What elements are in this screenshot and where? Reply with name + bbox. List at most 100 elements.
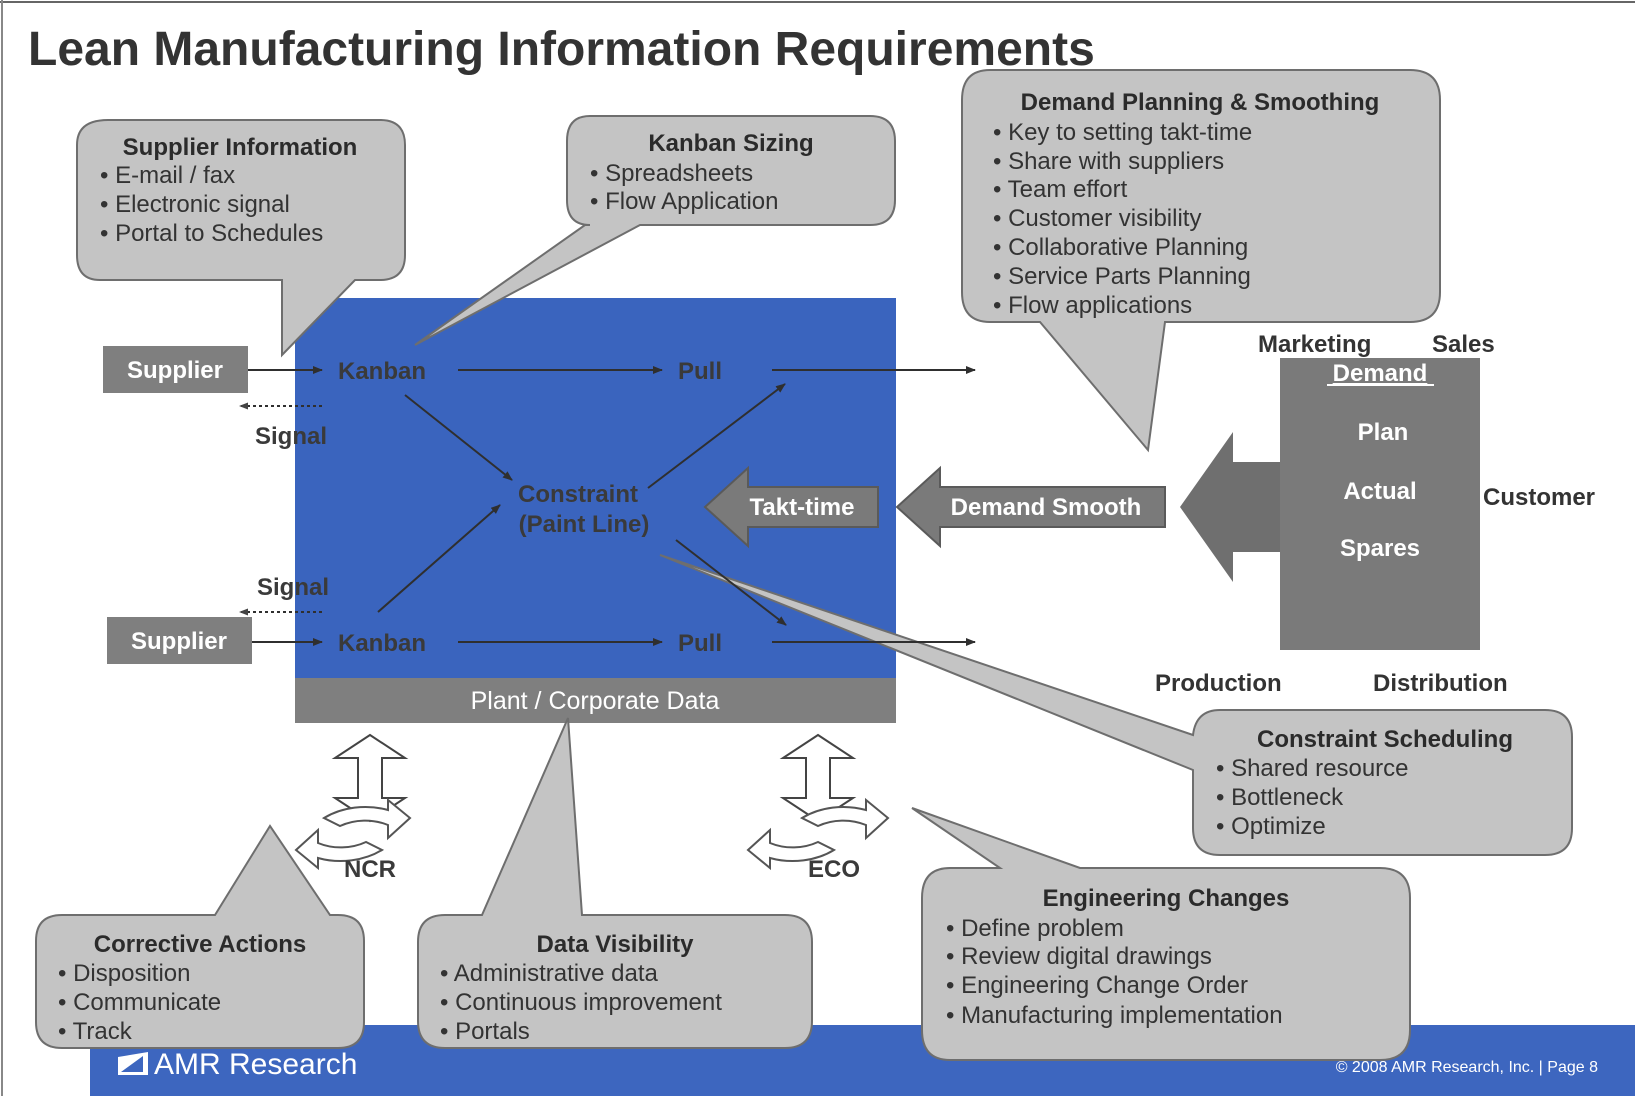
callout-heading: Engineering Changes — [1043, 885, 1290, 912]
svg-text:• Collaborative Planning: • Collaborative Planning — [993, 234, 1248, 261]
bullet-text: Service Parts Planning — [1008, 263, 1251, 290]
bullet-text: Optimize — [1231, 813, 1326, 840]
svg-text:• Track: • Track — [58, 1018, 133, 1045]
demand-label: Demand — [1333, 360, 1428, 387]
bullet-icon: • — [1216, 784, 1224, 811]
bullet-text: Share with suppliers — [1008, 148, 1224, 175]
svg-text:• Define problem: • Define problem — [946, 915, 1124, 942]
constraint-label: Constraint — [518, 481, 638, 508]
demand-smooth-arrow — [895, 465, 1166, 549]
spares-label: Spares — [1340, 535, 1420, 562]
bullet-text: Define problem — [961, 915, 1124, 942]
distribution-label: Distribution — [1373, 670, 1508, 697]
svg-text:• Portals: • Portals — [440, 1018, 530, 1045]
constraint-to-pull-arrow — [675, 539, 787, 626]
copyright-text: © 2008 AMR Research, Inc. | Page 8 — [1336, 1059, 1598, 1076]
svg-text:• Shared resource: • Shared resource — [1216, 755, 1409, 782]
bullet-text: Flow applications — [1008, 292, 1192, 319]
kanban-to-constraint-arrow — [377, 504, 501, 613]
signal-label: Signal — [255, 423, 327, 450]
customer-demand-arrow — [1180, 432, 1290, 582]
bullet-icon: • — [58, 1018, 66, 1045]
bullet-text: Review digital drawings — [961, 943, 1212, 970]
production-label: Production — [1155, 670, 1282, 697]
bullet-icon: • — [100, 191, 108, 218]
bullet-text: Track — [73, 1018, 133, 1045]
svg-text:• Electronic signal: • Electronic signal — [100, 191, 290, 218]
takt-time-label: Takt-time — [750, 494, 855, 521]
bullet-icon: • — [993, 148, 1001, 175]
bullet-text: Engineering Change Order — [961, 972, 1248, 999]
svg-text:• Bottleneck: • Bottleneck — [1216, 784, 1344, 811]
supplier-label: Supplier — [131, 628, 227, 655]
callout-heading: Demand Planning & Smoothing — [1021, 89, 1380, 116]
callout-heading: Constraint Scheduling — [1257, 726, 1513, 753]
supplier-info-callout — [76, 119, 406, 358]
bullet-icon: • — [946, 1002, 954, 1029]
plan-label: Plan — [1358, 419, 1409, 446]
ncr-label: NCR — [344, 856, 396, 883]
ncr-cycle-icon — [294, 797, 412, 871]
svg-text:• Portal to Schedules: • Portal to Schedules — [100, 220, 323, 247]
bullet-icon: • — [100, 162, 108, 189]
demand-smooth-label: Demand Smooth — [951, 494, 1142, 521]
svg-text:• Manufacturing implementation: • Manufacturing implementation — [946, 1002, 1283, 1029]
pull-label: Pull — [678, 630, 722, 657]
svg-text:• Optimize: • Optimize — [1216, 813, 1326, 840]
engineering-changes-callout — [911, 807, 1411, 1061]
svg-text:• Share with suppliers: • Share with suppliers — [993, 148, 1224, 175]
bullet-icon: • — [100, 220, 108, 247]
svg-text:• Key to setting takt-time: • Key to setting takt-time — [993, 119, 1252, 146]
bullet-text: Bottleneck — [1231, 784, 1344, 811]
kanban-sizing-callout — [414, 115, 896, 346]
bullet-icon: • — [993, 263, 1001, 290]
constraint-scheduling-text: Constraint Scheduling • Shared resource … — [1216, 726, 1513, 840]
constraint-scheduling-callout — [659, 554, 1573, 856]
svg-text:• Team effort: • Team effort — [993, 176, 1128, 203]
supplier-box-bottom — [107, 617, 252, 664]
supplier-label: Supplier — [127, 357, 223, 384]
kanban-label: Kanban — [338, 630, 426, 657]
marketing-label: Marketing — [1258, 331, 1371, 358]
bullet-icon: • — [993, 205, 1001, 232]
supplier-box-top — [103, 346, 248, 393]
takt-time-arrow — [703, 465, 879, 549]
sales-label: Sales — [1432, 331, 1495, 358]
kanban-sizing-text: Kanban Sizing • Spreadsheets • Flow Appl… — [590, 130, 814, 215]
bullet-icon: • — [440, 1018, 448, 1045]
bullet-text: Electronic signal — [115, 191, 290, 218]
demand-planning-text: Demand Planning & Smoothing • Key to set… — [993, 89, 1379, 319]
pull-label: Pull — [678, 358, 722, 385]
bullet-text: Administrative data — [454, 960, 659, 987]
bullet-icon: • — [58, 960, 66, 987]
plant-data-label: Plant / Corporate Data — [471, 687, 720, 715]
bullet-text: Flow Application — [605, 188, 778, 215]
callout-heading: Data Visibility — [537, 931, 695, 958]
svg-text:• Review digital drawings: • Review digital drawings — [946, 943, 1212, 970]
bullet-icon: • — [993, 119, 1001, 146]
engineering-changes-text: Engineering Changes • Define problem • R… — [946, 885, 1289, 1029]
bullet-text: Communicate — [73, 989, 221, 1016]
svg-text:• Flow applications: • Flow applications — [993, 292, 1192, 319]
bullet-icon: • — [993, 292, 1001, 319]
kanban-to-constraint-arrow — [404, 394, 513, 481]
data-visibility-text: Data Visibility • Administrative data • … — [440, 931, 722, 1045]
svg-text:• Flow Application: • Flow Application — [590, 188, 779, 215]
eco-label: ECO — [808, 856, 860, 883]
constraint-sub-label: (Paint Line) — [519, 511, 650, 538]
signal-label: Signal — [257, 574, 329, 601]
svg-text:• Continuous improvement: • Continuous improvement — [440, 989, 722, 1016]
customer-label: Customer — [1483, 484, 1595, 511]
bullet-text: Spreadsheets — [605, 160, 753, 187]
kanban-label: Kanban — [338, 358, 426, 385]
corrective-actions-text: Corrective Actions • Disposition • Commu… — [58, 931, 306, 1045]
svg-text:• Communicate: • Communicate — [58, 989, 221, 1016]
svg-text:• Engineering Change Order: • Engineering Change Order — [946, 972, 1248, 999]
constraint-to-pull-arrow — [647, 383, 786, 489]
bullet-icon: • — [590, 160, 598, 187]
svg-text:• E-mail / fax: • E-mail / fax — [100, 162, 235, 189]
supplier-info-text: Supplier Information • E-mail / fax • El… — [100, 134, 357, 247]
demand-box — [1280, 358, 1480, 650]
amr-logo-icon — [118, 1052, 148, 1075]
